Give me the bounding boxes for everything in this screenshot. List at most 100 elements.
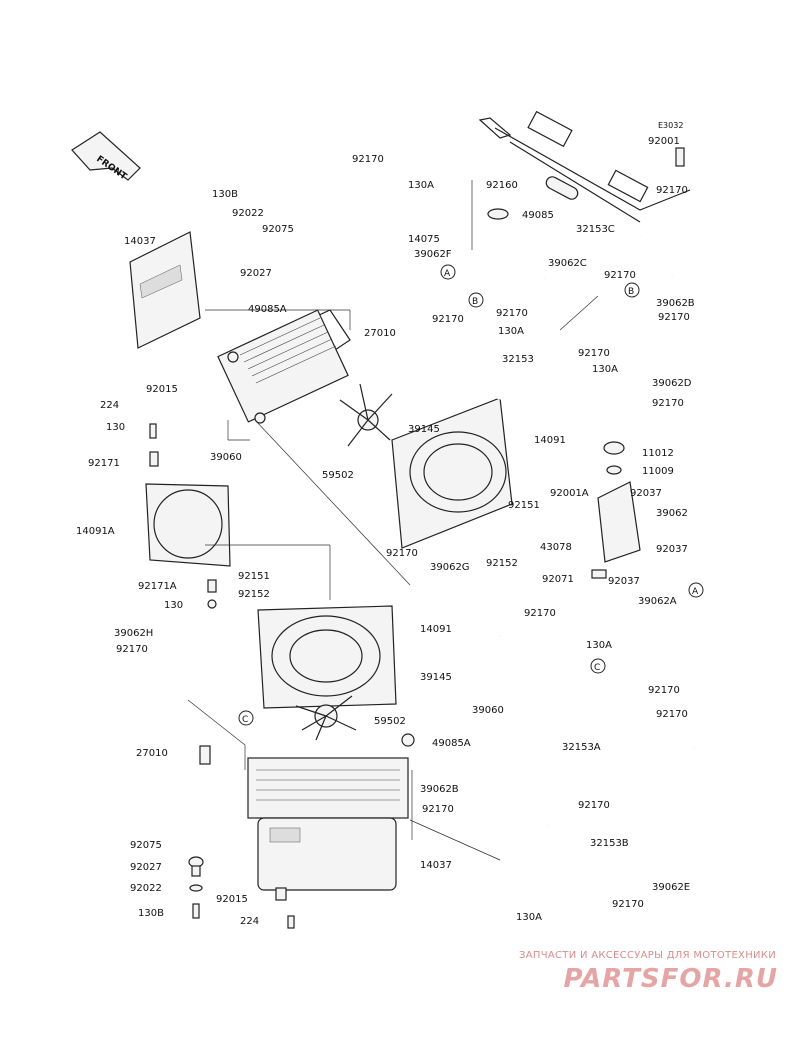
part-label-92037-b: 92037 (656, 544, 688, 555)
part-label-130a-a: 130A (408, 180, 434, 191)
part-label-39145-top: 39145 (408, 424, 440, 435)
radiator-upper (217, 309, 351, 424)
part-label-39062h: 39062H (114, 628, 153, 639)
part-label-130-top: 130 (106, 422, 125, 433)
part-label-32153b: 32153B (590, 838, 629, 849)
part-label-130b-top: 130B (212, 189, 238, 200)
part-label-92170-l: 92170 (648, 685, 680, 696)
part-label-27010-mid: 27010 (136, 748, 168, 759)
part-label-92170-m: 92170 (656, 709, 688, 720)
part-label-92152-mid: 92152 (238, 589, 270, 600)
part-label-39062b: 39062B (656, 298, 695, 309)
part-label-92160: 92160 (486, 180, 518, 191)
part-label-92075-bot: 92075 (130, 840, 162, 851)
part-label-14091-mid: 14091 (420, 624, 452, 635)
part-label-130-mid: 130 (164, 600, 183, 611)
part-label-32153a: 32153A (562, 742, 601, 753)
part-label-59502-mid: 59502 (374, 716, 406, 727)
part-label-14091a: 14091A (76, 526, 115, 537)
part-label-92171a: 92171A (138, 581, 177, 592)
fan-upper (339, 383, 393, 447)
fasteners (149, 147, 685, 929)
part-label-39062f: 39062F (414, 249, 452, 260)
part-label-130a-c: 130A (592, 364, 618, 375)
part-label-14075: 14075 (408, 234, 440, 245)
part-label-14091-top: 14091 (534, 435, 566, 446)
part-label-92170-d: 92170 (496, 308, 528, 319)
part-label-92075-top: 92075 (262, 224, 294, 235)
part-label-39062b-mid: 39062B (420, 784, 459, 795)
part-label-92170-e: 92170 (658, 312, 690, 323)
part-label-92022-bot: 92022 (130, 883, 162, 894)
hoses (186, 194, 698, 880)
part-labels: E3032 92001 92170 130A 92160 49085 14075… (76, 121, 695, 927)
part-label-92170-f: 92170 (432, 314, 464, 325)
part-label-92001a: 92001A (550, 488, 589, 499)
fan-shroud-middle (257, 605, 397, 709)
callout-b-1: B (472, 297, 478, 307)
part-label-39145-mid: 39145 (420, 672, 452, 683)
part-label-39060-mid: 39060 (472, 705, 504, 716)
part-label-130b-bot: 130B (138, 908, 164, 919)
part-label-92015-bot: 92015 (216, 894, 248, 905)
part-label-92170-i: 92170 (386, 548, 418, 559)
part-label-92037-a: 92037 (630, 488, 662, 499)
part-label-92152-top: 92152 (486, 558, 518, 569)
callout-c-2: C (594, 663, 600, 673)
part-label-32153c: 32153C (576, 224, 615, 235)
part-label-39062g: 39062G (430, 562, 470, 573)
part-label-92170-g: 92170 (578, 348, 610, 359)
watermark-tagline: ЗАПЧАСТИ И АКСЕССУАРЫ ДЛЯ МОТОТЕХНИКИ (519, 950, 776, 961)
part-label-11012: 11012 (642, 448, 674, 459)
part-label-92170-h: 92170 (652, 398, 684, 409)
part-label-92071: 92071 (542, 574, 574, 585)
fan-shroud-upper (391, 397, 513, 549)
part-label-92170-b: 92170 (656, 185, 688, 196)
part-label-49085a-mid: 49085A (432, 738, 471, 749)
watermark-logo: PARTSFOR.RU (563, 964, 778, 994)
part-label-39062c: 39062C (548, 258, 587, 269)
part-label-39062d: 39062D (652, 378, 692, 389)
part-label-92170-n: 92170 (422, 804, 454, 815)
radiator-screen-lower (257, 817, 397, 891)
part-label-32153: 32153 (502, 354, 534, 365)
diagram-code: E3032 (658, 121, 683, 130)
part-label-92170-j: 92170 (524, 608, 556, 619)
part-label-130a-d: 130A (586, 640, 612, 651)
part-label-92001-top: 92001 (648, 136, 680, 147)
part-label-11009: 11009 (642, 466, 674, 477)
reference-lines (187, 180, 599, 861)
part-label-92170-o: 92170 (578, 800, 610, 811)
part-label-92151-mid: 92151 (238, 571, 270, 582)
part-label-92151-top: 92151 (508, 500, 540, 511)
part-label-49085: 49085 (522, 210, 554, 221)
part-label-92015-top: 92015 (146, 384, 178, 395)
callout-a-1: A (444, 269, 451, 279)
part-label-14037-bot: 14037 (420, 860, 452, 871)
part-label-39062a: 39062A (638, 596, 677, 607)
part-label-43078: 43078 (540, 542, 572, 553)
callout-markers: A B B A C C (238, 264, 704, 726)
callout-b-2: B (628, 287, 634, 297)
fan-shroud-a (145, 483, 231, 567)
part-label-39062e: 39062E (652, 882, 690, 893)
part-label-92170-c: 92170 (604, 270, 636, 281)
part-label-92170-a: 92170 (352, 154, 384, 165)
fan-middle (295, 695, 357, 741)
part-label-92170-p: 92170 (612, 899, 644, 910)
part-label-224-bot: 224 (240, 916, 259, 927)
callout-c-1: C (242, 715, 248, 725)
radiator-lower (247, 733, 415, 819)
callout-a-2: A (692, 587, 699, 597)
part-label-39060-top: 39060 (210, 452, 242, 463)
part-label-59502-top: 59502 (322, 470, 354, 481)
frame-tube-outline (478, 110, 691, 223)
part-label-130a-e: 130A (516, 912, 542, 923)
part-label-14037-top: 14037 (124, 236, 156, 247)
part-label-39062: 39062 (656, 508, 688, 519)
part-label-92027-bot: 92027 (130, 862, 162, 873)
part-label-92171: 92171 (88, 458, 120, 469)
part-label-27010-top: 27010 (364, 328, 396, 339)
radiator-screen-upper (129, 231, 201, 349)
